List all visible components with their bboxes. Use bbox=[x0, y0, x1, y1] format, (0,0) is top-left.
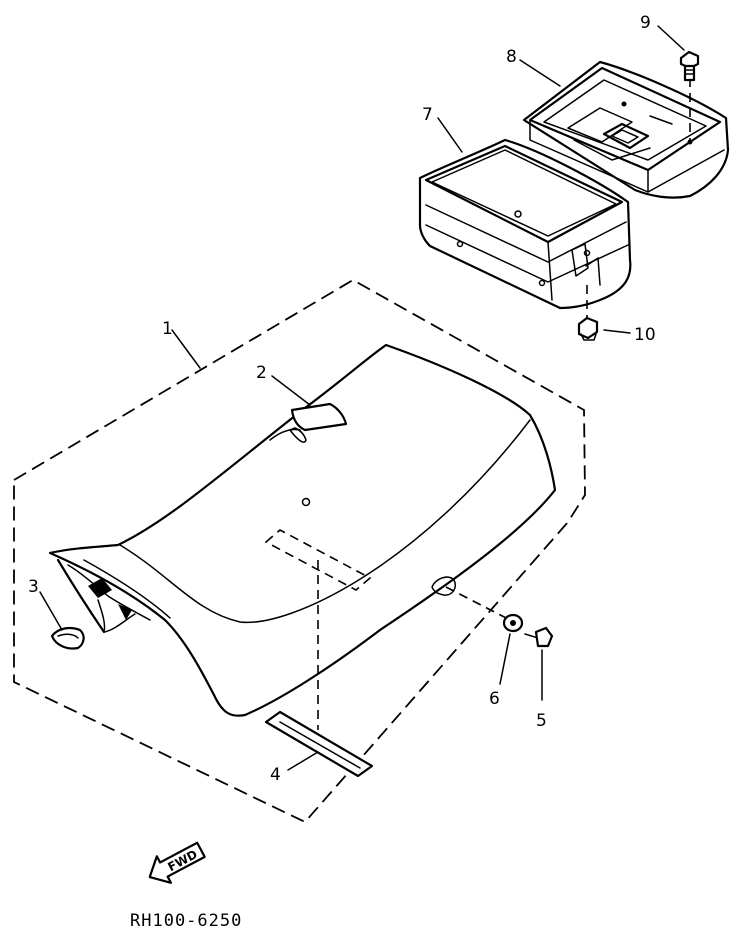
tray-part-8 bbox=[522, 60, 730, 199]
fwd-arrow-icon: FWD bbox=[148, 841, 206, 884]
fastener-part-3 bbox=[50, 626, 85, 650]
strip-part-4 bbox=[264, 710, 374, 778]
seat bbox=[48, 343, 557, 730]
callout-8: 8 bbox=[506, 47, 517, 67]
washer-part-6 bbox=[502, 613, 524, 633]
callout-4: 4 bbox=[270, 765, 281, 785]
seat-hook-part-2 bbox=[269, 402, 348, 443]
callout-10: 10 bbox=[634, 325, 656, 345]
drawing-code: RH100-6250 bbox=[130, 911, 242, 931]
nut-part-10 bbox=[577, 316, 599, 341]
callout-5: 5 bbox=[536, 711, 547, 731]
callout-6: 6 bbox=[489, 689, 500, 709]
callout-9: 9 bbox=[640, 13, 651, 33]
callout-labels: 1 2 3 4 5 6 7 8 9 10 bbox=[28, 13, 656, 785]
screw-part-5 bbox=[524, 626, 554, 648]
leader-lines bbox=[39, 25, 685, 771]
callout-7: 7 bbox=[422, 105, 433, 125]
callout-2: 2 bbox=[256, 363, 267, 383]
assembly-1-outline bbox=[13, 278, 586, 824]
box-part-7 bbox=[418, 138, 632, 310]
callout-1: 1 bbox=[162, 319, 173, 339]
bolt-part-9 bbox=[679, 50, 700, 82]
callout-3: 3 bbox=[28, 577, 39, 597]
